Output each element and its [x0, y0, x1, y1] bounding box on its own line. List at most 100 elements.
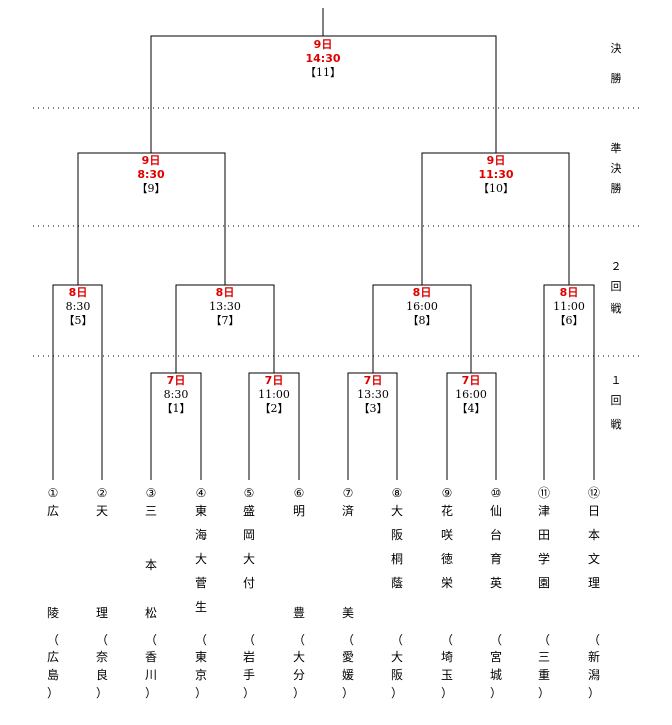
game-10-number: 【10】	[478, 182, 514, 195]
team-pref-char: ）	[95, 686, 108, 700]
game-2-day: 7日	[264, 374, 284, 387]
final-bracket	[150, 35, 497, 153]
team-pref-char: （	[537, 633, 550, 647]
team-school-char: 豊	[292, 606, 305, 620]
team-school-char: 本	[587, 528, 600, 542]
team-number: ⑨	[441, 486, 453, 500]
game-9-number: 【9】	[136, 182, 166, 195]
team-school-char: 徳	[440, 552, 453, 566]
team-pref-char: 京	[194, 668, 207, 682]
team-pref-char: 城	[489, 668, 502, 682]
team-pref-char: 広	[46, 650, 59, 664]
team-pref-char: 岩	[242, 650, 255, 664]
team-school-char: 花	[440, 504, 453, 518]
round2-game7-bracket	[175, 284, 275, 373]
team-pref-char: 分	[292, 668, 305, 682]
team-pref-char: ）	[194, 686, 207, 700]
game-4-number: 【4】	[456, 402, 486, 415]
team-school-char: 美	[341, 606, 354, 620]
team-number: ①	[47, 486, 59, 500]
team-school-char: 松	[144, 606, 157, 620]
game-2-label: 7日 11:00 【2】	[239, 374, 309, 416]
team-pref-char: 埼	[440, 650, 453, 664]
round2-game8-bracket	[372, 284, 472, 373]
round-label-char: ２	[610, 260, 622, 273]
team-school-char: 盛	[242, 504, 255, 518]
team-pref-char: 阪	[390, 668, 403, 682]
team-school-char: 大	[242, 552, 255, 566]
team-pref-char: 手	[242, 668, 255, 682]
round2-game6-bracket	[543, 284, 595, 480]
round-label-char: 勝	[610, 72, 622, 85]
game-3-number: 【3】	[358, 402, 388, 415]
team-pref-char: 大	[390, 650, 403, 664]
game-11-day: 9日	[313, 38, 333, 51]
game-3-label: 7日 13:30 【3】	[338, 374, 408, 416]
team-school-char: 海	[194, 528, 207, 542]
game-6-day: 8日	[559, 286, 579, 299]
team-number: ⑦	[342, 486, 354, 500]
team-school-char: 学	[537, 552, 550, 566]
team-number: ④	[195, 486, 207, 500]
team-number: ⑤	[243, 486, 255, 500]
game-3-day: 7日	[363, 374, 383, 387]
game-6-time: 11:00	[553, 300, 585, 313]
team-pref-char: （	[95, 633, 108, 647]
team-pref-char: 香	[144, 650, 157, 664]
game-5-time: 8:30	[65, 300, 91, 313]
team-school-char: 三	[144, 504, 157, 518]
team-pref-char: 重	[537, 668, 550, 682]
team-school-char: 園	[537, 576, 550, 590]
game-4-label: 7日 16:00 【4】	[436, 374, 506, 416]
round1-game4-bracket	[446, 372, 497, 480]
team-pref-char: 東	[194, 650, 207, 664]
team-pref-char: ）	[341, 686, 354, 700]
team-school-char: 天	[95, 504, 108, 518]
team-pref-char: ）	[242, 686, 255, 700]
round-label-char: 決	[610, 162, 622, 175]
team-number: ⑩	[490, 486, 502, 500]
team-pref-char: 良	[95, 668, 108, 682]
game-5-day: 8日	[68, 286, 88, 299]
team-pref-char: （	[341, 633, 354, 647]
game-4-time: 16:00	[455, 388, 487, 401]
team-school-char: 咲	[440, 528, 453, 542]
game-9-time: 8:30	[137, 168, 165, 181]
team-pref-char: 奈	[95, 650, 108, 664]
game-7-number: 【7】	[210, 314, 240, 327]
round2-game5-bracket	[52, 284, 103, 480]
team-school-char: 大	[194, 552, 207, 566]
team-pref-char: ）	[46, 686, 59, 700]
team-number: ⑪	[537, 486, 550, 500]
team-pref-char: 宮	[489, 650, 502, 664]
game-8-label: 8日 16:00 【8】	[387, 286, 457, 328]
team-pref-char: ）	[489, 686, 502, 700]
team-pref-char: 大	[292, 650, 305, 664]
game-9-day: 9日	[141, 154, 161, 167]
team-school-char: 台	[489, 528, 502, 542]
game-10-label: 9日 11:30 【10】	[461, 154, 531, 196]
round-label-char: 準	[610, 142, 622, 155]
team-school-char: 蔭	[390, 576, 403, 590]
round-label-char: 戦	[610, 418, 622, 431]
round1-game1-bracket	[150, 372, 202, 480]
team-pref-char: （	[390, 633, 403, 647]
team-school-char: 田	[537, 528, 550, 542]
game-3-time: 13:30	[357, 388, 389, 401]
game-5-label: 8日 8:30 【5】	[43, 286, 113, 328]
game-1-number: 【1】	[161, 402, 191, 415]
team-pref-char: ）	[390, 686, 403, 700]
game-4-day: 7日	[461, 374, 481, 387]
team-number: ⑥	[293, 486, 305, 500]
bracket-tree	[52, 8, 595, 480]
team-pref-char: （	[292, 633, 305, 647]
game-1-day: 7日	[166, 374, 186, 387]
team-school-char: 理	[95, 606, 108, 620]
game-7-label: 8日 13:30 【7】	[190, 286, 260, 328]
team-pref-char: 三	[537, 650, 550, 664]
team-pref-char: （	[242, 633, 255, 647]
team-school-char: 文	[587, 552, 600, 566]
game-10-time: 11:30	[478, 168, 514, 181]
team-number: ⑫	[587, 486, 600, 500]
